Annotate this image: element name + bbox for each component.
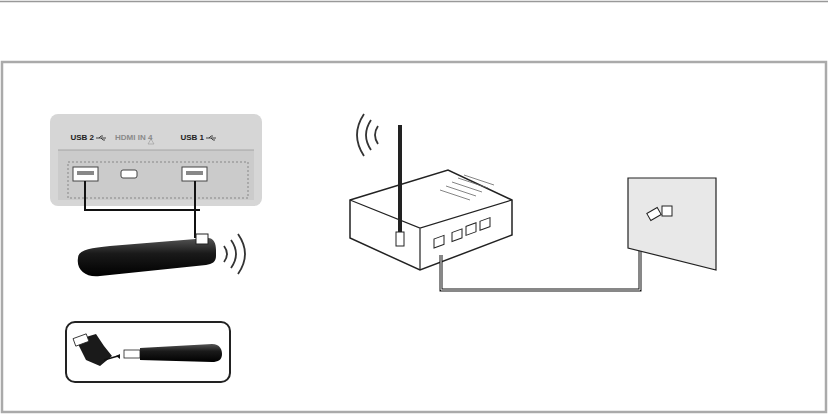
- wall-lan-port: [628, 178, 716, 270]
- frame: [2, 62, 826, 412]
- tv-port-panel: [50, 114, 262, 206]
- lan-cable: [441, 214, 656, 290]
- port-label: USB 2: [70, 134, 94, 142]
- port-label: HDMI IN 4: [115, 134, 152, 142]
- wireless-lan-adapter: [78, 234, 245, 276]
- port-label: USB 1: [180, 134, 204, 142]
- extension-cable-inset: [66, 322, 230, 382]
- port-leader: [85, 181, 200, 210]
- top-rule: [0, 1, 828, 3]
- port-leader: [194, 181, 196, 238]
- lan-cable: [441, 214, 656, 290]
- wireless-router: [350, 114, 512, 270]
